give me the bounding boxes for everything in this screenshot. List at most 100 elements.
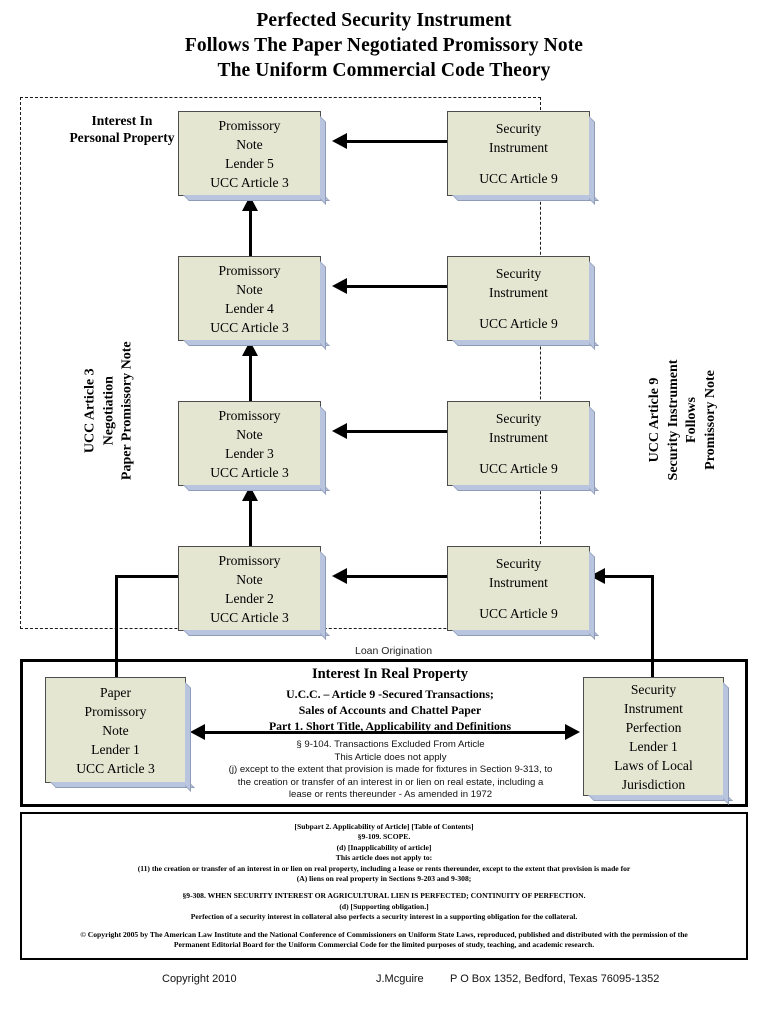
connector-paper-note-riser xyxy=(115,575,118,680)
connector-perfection-to-si2 xyxy=(605,575,654,578)
legal-citation-block: [Subpart 2. Applicability of Article] [T… xyxy=(20,812,748,960)
paper-note-line-2: Promissory xyxy=(84,703,147,719)
connector-lender2-to-lender3 xyxy=(249,500,252,547)
si-line-2: Instrument xyxy=(489,140,548,155)
title-line-3: The Uniform Commercial Code Theory xyxy=(217,60,551,81)
si-line-3: UCC Article 9 xyxy=(479,171,558,186)
connector-si4-to-lender4 xyxy=(347,285,447,288)
legal-line-a6: (A) liens on real property in Sections 9… xyxy=(296,874,472,884)
note-line-1: Promissory xyxy=(218,117,281,133)
paper-note-line-5: UCC Article 3 xyxy=(76,760,155,776)
note-line-3: Lender 3 xyxy=(225,445,274,461)
security-instrument-3[interactable]: Security Instrument UCC Article 9 xyxy=(447,401,590,486)
connector-si3-to-lender3 xyxy=(347,430,447,433)
perfection-line-2: Instrument xyxy=(624,700,683,716)
perfection-line-5: Laws of Local xyxy=(614,757,693,773)
si-line-1: Security xyxy=(495,266,542,281)
right-caption-line-2: Security Instrument xyxy=(665,359,681,481)
arrowhead-si5-to-lender5 xyxy=(332,133,347,149)
real-property-sub-line-2: Sales of Accounts and Chattel Paper xyxy=(298,703,482,717)
note-line-2: Note xyxy=(236,571,263,587)
personal-property-label-line-2: Personal Property xyxy=(69,130,175,145)
si-line-2: Instrument xyxy=(489,430,548,445)
connector-origination-bidirectional xyxy=(205,731,565,734)
connector-lender3-to-lender4 xyxy=(249,355,252,402)
legal-line-c1: © Copyright 2005 by The American Law Ins… xyxy=(80,929,688,939)
note-line-3: Lender 5 xyxy=(225,155,274,171)
fine-line-3: (j) except to the extent that provision … xyxy=(228,764,553,776)
si-line-3: UCC Article 9 xyxy=(479,461,558,476)
si-line-1: Security xyxy=(495,121,542,136)
si-line-3: UCC Article 9 xyxy=(479,316,558,331)
paper-note-line-3: Note xyxy=(102,722,129,738)
promissory-note-lender-5[interactable]: Promissory Note Lender 5 UCC Article 3 xyxy=(178,111,321,196)
si-line-1: Security xyxy=(495,556,542,571)
left-caption-line-3: Paper Promissory Note xyxy=(119,341,135,481)
legal-line-a2: §9-109. SCOPE. xyxy=(357,832,411,842)
connector-lender4-to-lender5 xyxy=(249,210,252,257)
title-line-1: Perfected Security Instrument xyxy=(256,10,512,31)
si-line-2: Instrument xyxy=(489,575,548,590)
note-line-1: Promissory xyxy=(218,262,281,278)
legal-line-a1: [Subpart 2. Applicability of Article] [T… xyxy=(294,822,474,831)
si-line-1: Security xyxy=(495,411,542,426)
security-instrument-2[interactable]: Security Instrument UCC Article 9 xyxy=(447,546,590,631)
legal-line-b2: (d) [Supporting obligation.] xyxy=(339,901,429,911)
promissory-note-lender-2[interactable]: Promissory Note Lender 2 UCC Article 3 xyxy=(178,546,321,631)
paper-note-line-4: Lender 1 xyxy=(91,741,140,757)
footer-copyright: Copyright 2010 xyxy=(162,973,237,985)
legal-line-b3: Perfection of a security interest in col… xyxy=(190,912,578,922)
note-line-4: UCC Article 3 xyxy=(210,319,289,335)
promissory-note-lender-4[interactable]: Promissory Note Lender 4 UCC Article 3 xyxy=(178,256,321,341)
note-line-2: Note xyxy=(236,426,263,442)
arrowhead-origination-right xyxy=(565,724,580,740)
right-caption-line-1: UCC Article 9 xyxy=(647,377,662,463)
fine-line-2: This Article does not apply xyxy=(334,751,447,763)
note-line-2: Note xyxy=(236,281,263,297)
note-line-2: Note xyxy=(236,136,263,152)
page-title: Perfected Security Instrument Follows Th… xyxy=(0,8,768,83)
arrowhead-si2-to-lender2 xyxy=(332,568,347,584)
real-property-fine-print: § 9-104. Transactions Excluded From Arti… xyxy=(158,739,623,802)
loan-origination-label: Loan Origination xyxy=(355,645,433,657)
security-instrument-5[interactable]: Security Instrument UCC Article 9 xyxy=(447,111,590,196)
note-line-1: Promissory xyxy=(218,407,281,423)
legal-line-a3: (d) [Inapplicability of article] xyxy=(336,842,432,852)
paper-note-line-1: Paper xyxy=(100,684,131,700)
arrowhead-si3-to-lender3 xyxy=(332,423,347,439)
arrowhead-origination-left xyxy=(190,724,205,740)
legal-line-c2: Permanent Editorial Board for the Unifor… xyxy=(173,940,595,950)
perfection-line-1: Security xyxy=(630,681,677,697)
fine-line-1: § 9-104. Transactions Excluded From Arti… xyxy=(296,739,485,750)
left-caption-line-2: Negotiation xyxy=(100,376,116,446)
right-caption-line-4: Promissory Note xyxy=(702,370,718,470)
legal-line-a4: This article does not apply to: xyxy=(335,853,433,863)
legal-line-b1: §9-308. WHEN SECURITY INTEREST OR AGRICU… xyxy=(182,891,586,901)
real-property-heading: Interest In Real Property xyxy=(311,666,469,682)
title-line-2: Follows The Paper Negotiated Promissory … xyxy=(184,35,584,56)
note-line-3: Lender 4 xyxy=(225,300,274,316)
right-caption-line-3: Follows xyxy=(684,397,699,443)
footer-address: P O Box 1352, Bedford, Texas 76095-1352 xyxy=(450,973,660,985)
connector-si2-to-lender2 xyxy=(347,575,447,578)
right-side-caption: UCC Article 9 Security Instrument Follow… xyxy=(646,300,720,540)
si-line-2: Instrument xyxy=(489,285,548,300)
perfection-line-3: Perfection xyxy=(625,719,682,735)
security-instrument-perfection-lender-1[interactable]: Security Instrument Perfection Lender 1 … xyxy=(583,677,724,796)
arrowhead-si4-to-lender4 xyxy=(332,278,347,294)
promissory-note-lender-3[interactable]: Promissory Note Lender 3 UCC Article 3 xyxy=(178,401,321,486)
security-instrument-4[interactable]: Security Instrument UCC Article 9 xyxy=(447,256,590,341)
fine-line-4: the creation or transfer of an interest … xyxy=(237,776,544,788)
note-line-4: UCC Article 3 xyxy=(210,174,289,190)
connector-si5-to-lender5 xyxy=(347,140,447,143)
footer: Copyright 2010 J.Mcguire P O Box 1352, B… xyxy=(20,968,748,996)
fine-line-5: lease or rents thereunder - As amended i… xyxy=(288,789,493,801)
real-property-sub-line-3: Part 1. Short Title, Applicability and D… xyxy=(268,719,512,733)
footer-author: J.Mcguire xyxy=(376,973,424,985)
real-property-sub-line-1: U.C.C. – Article 9 -Secured Transactions… xyxy=(286,687,494,701)
real-property-panel xyxy=(20,659,748,807)
personal-property-label-line-1: Interest In xyxy=(91,113,153,128)
note-line-4: UCC Article 3 xyxy=(210,609,289,625)
paper-promissory-note-lender-1[interactable]: Paper Promissory Note Lender 1 UCC Artic… xyxy=(45,677,186,783)
